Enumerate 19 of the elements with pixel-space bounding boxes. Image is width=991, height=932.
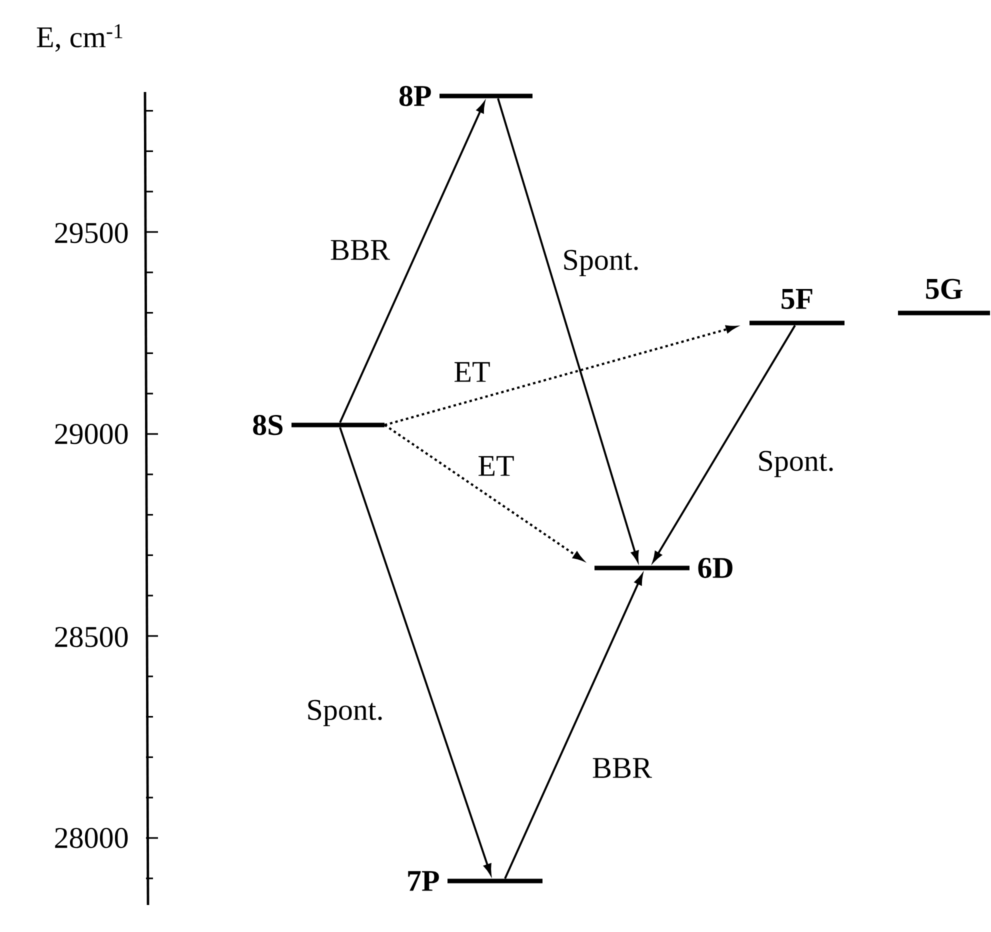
tick-label: 28500: [55, 626, 128, 648]
energy-level: 5G: [898, 278, 990, 316]
node-label: 7P: [408, 871, 439, 891]
energy-level: 6D: [594, 558, 732, 578]
energy-level: 5F: [750, 289, 844, 326]
axis-title: E, cm$^{-1}$: [36, 24, 122, 52]
node-label: 5F: [782, 289, 812, 310]
edge-label: Spont.: [756, 450, 836, 478]
node-label: 8S: [253, 414, 283, 436]
tick-label: 29000: [55, 424, 128, 444]
tick-label: 28000: [55, 828, 128, 848]
energy-level: 7P: [408, 871, 542, 891]
arrow: [652, 324, 796, 562]
node-label: 6D: [698, 558, 732, 578]
energy-level: 8S: [253, 414, 384, 436]
node-label: 8P: [399, 86, 431, 106]
tick-label: 29500: [55, 222, 128, 244]
energy-level: 8P: [399, 86, 532, 106]
node-label: 5G: [926, 278, 962, 300]
